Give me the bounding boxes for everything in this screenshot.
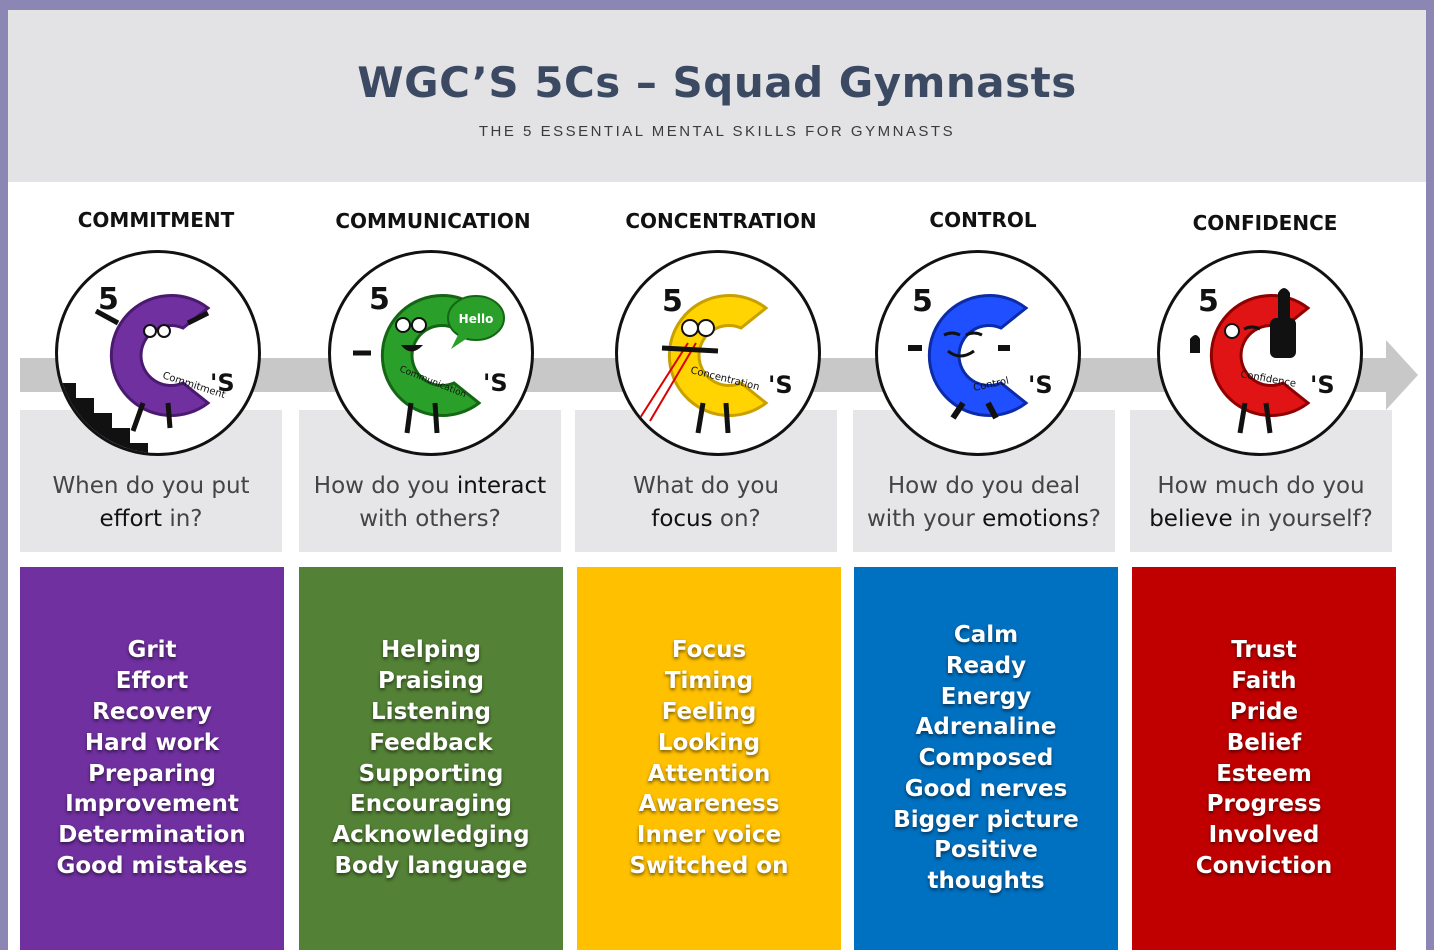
question-pre: How do you	[313, 473, 450, 499]
page-title: WGC’S 5Cs – Squad Gymnasts	[357, 58, 1077, 107]
word-item: Conviction	[1195, 852, 1333, 879]
question-post: ?	[1088, 506, 1102, 532]
logo-number: 5	[98, 282, 119, 317]
word-item: Awareness	[638, 791, 780, 818]
word-item: Inner voice	[636, 822, 782, 849]
page-subtitle: THE 5 ESSENTIAL MENTAL SKILLS FOR GYMNAS…	[478, 123, 956, 140]
question-keyword: effort	[99, 506, 163, 532]
word-tile-control: Calm Ready Energy Adrenaline Composed Go…	[854, 567, 1118, 950]
heading-concentration: CONCENTRATION	[625, 209, 817, 233]
heading-control: CONTROL	[929, 208, 1037, 232]
word-item: Pride	[1229, 698, 1299, 725]
speech-bubble-text: Hello	[459, 312, 494, 326]
question-post: with others?	[359, 506, 501, 532]
logo-suffix: 'S	[1310, 371, 1335, 399]
heading-confidence: CONFIDENCE	[1192, 211, 1338, 235]
heading-commitment: COMMITMENT	[77, 208, 235, 232]
question-text: What do you focus on?	[575, 470, 837, 536]
infographic-canvas: WGC’S 5Cs – Squad Gymnasts THE 5 ESSENTI…	[8, 10, 1426, 950]
word-tile-commitment: Grit Effort Recovery Hard work Preparing…	[20, 567, 284, 950]
word-item: Switched on	[629, 852, 789, 879]
red-c-character-icon: 5 'S Confidence	[1190, 284, 1335, 434]
word-item: Praising	[377, 668, 484, 695]
question-keyword: interact	[456, 473, 547, 499]
word-item: Energy	[940, 683, 1032, 710]
logo-number: 5	[912, 284, 933, 319]
logo-number: 5	[369, 282, 390, 317]
question-keyword: emotions	[982, 506, 1089, 532]
question-pre: What do you	[633, 473, 779, 499]
word-item: Calm	[953, 621, 1019, 648]
question-pre: When do you put	[52, 473, 250, 499]
word-item: Good mistakes	[56, 852, 248, 879]
control-character-icon: 5 'S Control	[875, 250, 1081, 456]
question-post: on?	[719, 506, 761, 532]
word-item: Ready	[945, 652, 1027, 679]
yellow-c-character-icon: 5 'S Concentration	[639, 284, 793, 434]
question-keyword: focus	[651, 506, 713, 532]
word-item: Feedback	[369, 729, 493, 756]
word-item: Acknowledging	[332, 822, 530, 849]
question-keyword: believe	[1149, 506, 1233, 532]
word-item: Determination	[58, 822, 246, 849]
logo-number: 5	[662, 284, 683, 319]
word-item: Supporting	[358, 760, 504, 787]
blue-c-character-icon: 5 'S Control	[908, 284, 1053, 420]
concentration-character-icon: 5 'S Concentration	[615, 250, 821, 456]
communication-character-icon: Hello 5 'S Communication	[328, 250, 534, 456]
word-item: Trust	[1231, 637, 1297, 664]
word-item: Encouraging	[350, 791, 512, 818]
word-item: Focus	[671, 637, 747, 664]
word-item: Composed	[918, 745, 1054, 772]
word-item: Esteem	[1216, 760, 1312, 787]
word-item: Effort	[115, 668, 189, 695]
word-tile-communication: Helping Praising Listening Feedback Supp…	[299, 567, 563, 950]
word-item: Progress	[1206, 791, 1322, 818]
question-text: How much do you believe in yourself?	[1130, 470, 1392, 536]
word-item: Feeling	[661, 698, 757, 725]
word-item: Belief	[1226, 729, 1302, 756]
question-pre: How do you deal with your	[866, 473, 1081, 532]
purple-c-character-icon: 5 'S Commitment	[58, 282, 235, 453]
confidence-character-icon: 5 'S Confidence	[1157, 250, 1363, 456]
word-item: Listening	[371, 698, 491, 725]
word-item: Faith	[1231, 668, 1297, 695]
word-item: Timing	[664, 668, 754, 695]
word-item: Bigger picture	[893, 806, 1079, 833]
logo-suffix: 'S	[1028, 371, 1053, 399]
word-item: Helping	[381, 637, 481, 664]
word-item: Body language	[334, 852, 528, 879]
question-post: in yourself?	[1239, 506, 1373, 532]
word-item: Hard work	[84, 729, 220, 756]
commitment-character-icon: 5 'S Commitment	[55, 250, 261, 456]
question-pre: How much do you	[1157, 473, 1365, 499]
word-item: thoughts	[927, 868, 1045, 895]
word-item: Improvement	[65, 791, 239, 818]
logo-number: 5	[1198, 284, 1219, 319]
heading-communication: COMMUNICATION	[335, 209, 531, 233]
logo-suffix: 'S	[210, 369, 235, 397]
question-text: When do you put effort in?	[20, 470, 282, 536]
word-item: Involved	[1208, 822, 1320, 849]
question-post: in?	[169, 506, 203, 532]
word-item: Preparing	[88, 760, 216, 787]
header-band: WGC’S 5Cs – Squad Gymnasts THE 5 ESSENTI…	[8, 10, 1426, 182]
green-c-character-icon: Hello 5 'S Communication	[353, 282, 508, 434]
word-item: Attention	[647, 760, 771, 787]
question-text: How do you deal with your emotions?	[853, 470, 1115, 536]
word-item: Adrenaline	[915, 714, 1057, 741]
word-item: Grit	[127, 637, 177, 664]
word-tile-confidence: Trust Faith Pride Belief Esteem Progress…	[1132, 567, 1396, 950]
word-tile-concentration: Focus Timing Feeling Looking Attention A…	[577, 567, 841, 950]
word-item: Positive	[934, 837, 1038, 864]
word-item: Looking	[657, 729, 761, 756]
word-item: Recovery	[92, 698, 212, 725]
logo-suffix: 'S	[483, 369, 508, 397]
question-text: How do you interact with others?	[299, 470, 561, 536]
word-item: Good nerves	[904, 775, 1068, 802]
logo-suffix: 'S	[768, 371, 793, 399]
progress-arrow-head	[1386, 340, 1418, 410]
